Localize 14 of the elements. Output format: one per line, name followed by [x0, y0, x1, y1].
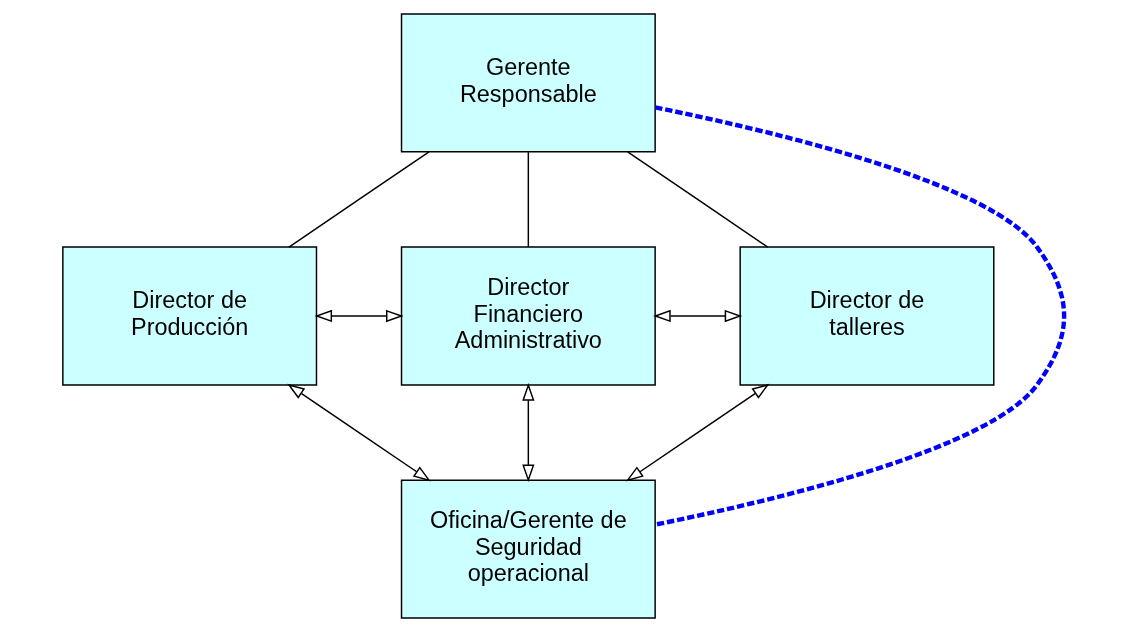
connector	[527, 151, 530, 248]
connector	[288, 151, 430, 248]
connector	[654, 105, 1066, 527]
arrow	[522, 383, 535, 483]
arrow	[653, 309, 743, 323]
node-box: Director de Producción	[62, 246, 318, 386]
connector	[626, 151, 769, 248]
node-box: Oficina/Gerente de Seguridad operacional	[400, 479, 656, 619]
node-box: Director de talleres	[739, 246, 995, 386]
node-box: Gerente Responsable	[400, 13, 656, 153]
node-box: Director Financiero Administrativo	[400, 246, 656, 386]
arrow	[314, 309, 404, 323]
arrow	[625, 383, 770, 482]
arrow	[287, 383, 431, 482]
